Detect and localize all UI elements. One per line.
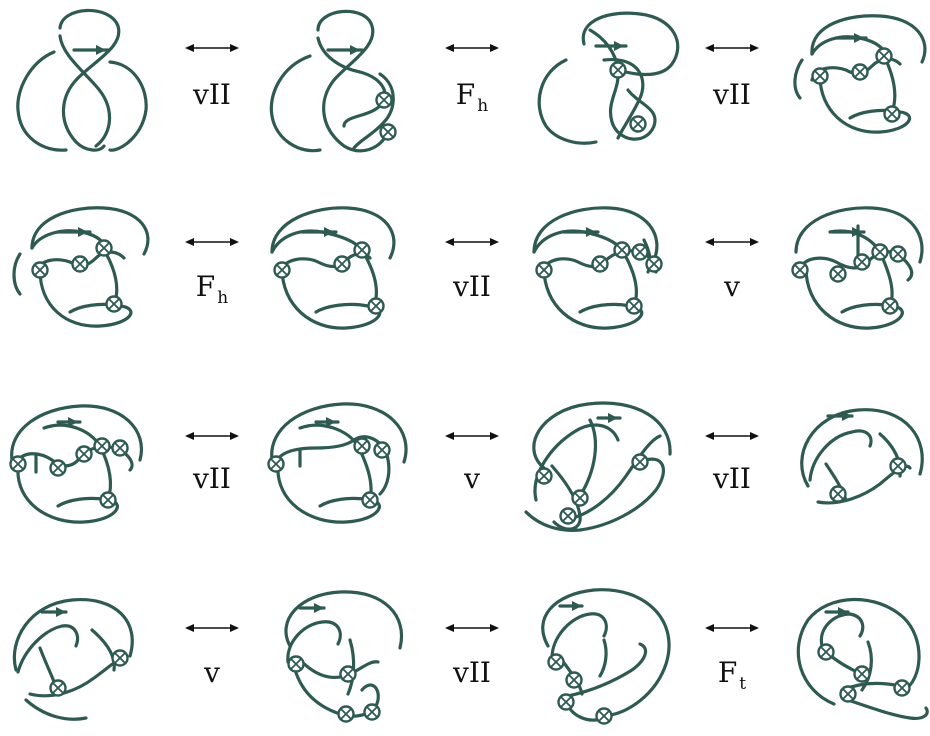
knot-diagram-r3-c3 [524,401,672,532]
arrowhead-right-icon [230,624,239,632]
move-label: vII [192,462,231,495]
arrowhead-right-icon [750,44,759,52]
arrowhead-right-icon [490,238,499,246]
knot-diagram-r4-c3 [541,588,671,725]
move-r3-c2: v [445,432,499,495]
arrowhead-left-icon [445,238,454,246]
knot-diagram-r1-c1 [16,8,148,152]
knot-diagram-r4-c2 [284,590,403,723]
arrowhead-left-icon [185,624,194,632]
move-label-subscript: h [477,96,488,116]
knot-diagram-r3-c2 [267,402,408,524]
arrowhead-right-icon [750,432,759,440]
arrowhead-left-icon [185,432,194,440]
arrowhead-left-icon [445,432,454,440]
move-label-main: F [718,656,737,689]
knot-diagram-r1-c2 [269,9,397,153]
arrowhead-right-icon [490,432,499,440]
move-label-main: vII [192,462,231,495]
move-r3-c3: vII [705,432,759,495]
move-label: vII [712,78,751,111]
knot-diagram-r3-c4 [800,408,924,505]
move-r1-c3: vII [705,44,759,111]
knot-diagram-r3-c1 [9,404,143,524]
move-label-subscript: h [217,288,228,308]
arrowhead-right-icon [490,624,499,632]
arrowhead-left-icon [705,432,714,440]
move-r1-c1: vII [185,44,239,111]
move-label: v [723,270,740,303]
move-label-main: vII [712,78,751,111]
arrowhead-left-icon [445,624,454,632]
move-label-main: vII [452,270,491,303]
move-label-main: vII [452,656,491,689]
move-label-main: F [196,270,215,303]
knot-diagram-r1-c4 [793,14,927,134]
arrowhead-left-icon [185,238,194,246]
arrowhead-right-icon [230,432,239,440]
move-r3-c1: vII [185,432,239,495]
knot-diagram-r2-c2 [270,206,396,330]
move-label-main: vII [192,78,231,111]
move-label: vII [452,656,491,689]
move-r2-c3: v [705,238,759,303]
knot-diagram-r2-c1 [12,206,150,328]
arrowhead-right-icon [750,238,759,246]
move-label: vII [712,462,751,495]
arrowhead-left-icon [445,44,454,52]
arrowhead-right-icon [490,44,499,52]
move-label: vII [452,270,491,303]
move-r4-c1: v [185,624,239,689]
move-r4-c2: vII [445,624,499,689]
arrowhead-left-icon [705,44,714,52]
move-label-main: v [203,656,220,689]
move-r2-c2: vII [445,238,499,303]
knot-diagram-r4-c4 [796,597,929,720]
knot-diagram-r4-c1 [12,598,134,721]
arrowhead-left-icon [705,624,714,632]
move-label-main: v [723,270,740,303]
knot-diagram-r2-c3 [532,206,663,330]
move-label: v [463,462,480,495]
move-label-main: vII [712,462,751,495]
arrowhead-right-icon [750,624,759,632]
arrowhead-left-icon [185,44,194,52]
knot-diagram-r1-c3 [537,11,680,145]
move-label-main: v [463,462,480,495]
move-label-main: F [456,78,475,111]
move-label-subscript: t [739,674,746,694]
move-label: v [203,656,220,689]
knot-diagram-r2-c4 [791,206,924,330]
arrowhead-left-icon [705,238,714,246]
arrowhead-right-icon [230,44,239,52]
arrowhead-right-icon [230,238,239,246]
move-label: vII [192,78,231,111]
